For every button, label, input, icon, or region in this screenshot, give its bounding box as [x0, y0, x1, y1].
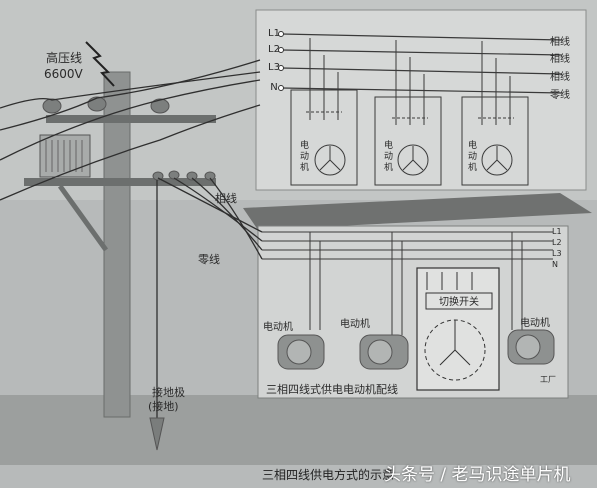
- switch-box: [416, 267, 500, 391]
- phase-label-3: 相线: [550, 70, 570, 83]
- schematic-panel: [255, 9, 587, 191]
- phase-label-1: 相线: [550, 35, 570, 48]
- factory-motor-2: [359, 334, 409, 370]
- hv-line-label: 高压线: [46, 50, 82, 65]
- factory-roof: [243, 193, 592, 230]
- crossarm-top: [46, 115, 216, 123]
- lightning-icon: [85, 41, 115, 87]
- switch-label: 切换开关: [439, 295, 479, 308]
- inner-caption: 三相四线式供电电动机配线: [266, 382, 398, 396]
- factory-line-L1: L1: [552, 227, 562, 236]
- neutral-label: 零线: [550, 88, 570, 101]
- utility-pole: [103, 71, 131, 418]
- crossarm-lower: [24, 178, 216, 186]
- factory-line-L2: L2: [552, 238, 562, 247]
- line-N-label: N: [270, 82, 277, 93]
- watermark: 头条号 / 老马识途单片机: [384, 465, 571, 485]
- factory-line-N: N: [552, 260, 558, 269]
- line-L3-label: L3: [268, 62, 280, 73]
- phase-wire-label: 相线: [215, 191, 237, 205]
- line-L2-label: L2: [268, 44, 280, 55]
- schematic-motor-label-1: 电动机: [300, 139, 309, 173]
- factory-motor-1: [277, 334, 325, 370]
- phase-label-2: 相线: [550, 52, 570, 65]
- motor-label-3: 电动机: [520, 316, 550, 329]
- ground-label: 接地极: [152, 385, 185, 399]
- neutral-wire-label: 零线: [198, 252, 220, 266]
- ground-rod: [149, 417, 165, 451]
- line-L1-label: L1: [268, 28, 280, 39]
- motor-label-2: 电动机: [340, 317, 370, 330]
- factory-line-L3: L3: [552, 249, 562, 258]
- ground-paren-label: (接地): [148, 400, 179, 413]
- schematic-motor-label-3: 电动机: [468, 139, 477, 173]
- factory-motor-3: [507, 329, 555, 365]
- motor-label-1: 电动机: [263, 320, 293, 333]
- ground-area: [0, 395, 597, 465]
- figure-caption: 三相四线供电方式的示意: [262, 468, 395, 482]
- factory-label: 工厂: [540, 375, 556, 384]
- hv-voltage-label: 6600V: [44, 67, 84, 81]
- schematic-motor-label-2: 电动机: [384, 139, 393, 173]
